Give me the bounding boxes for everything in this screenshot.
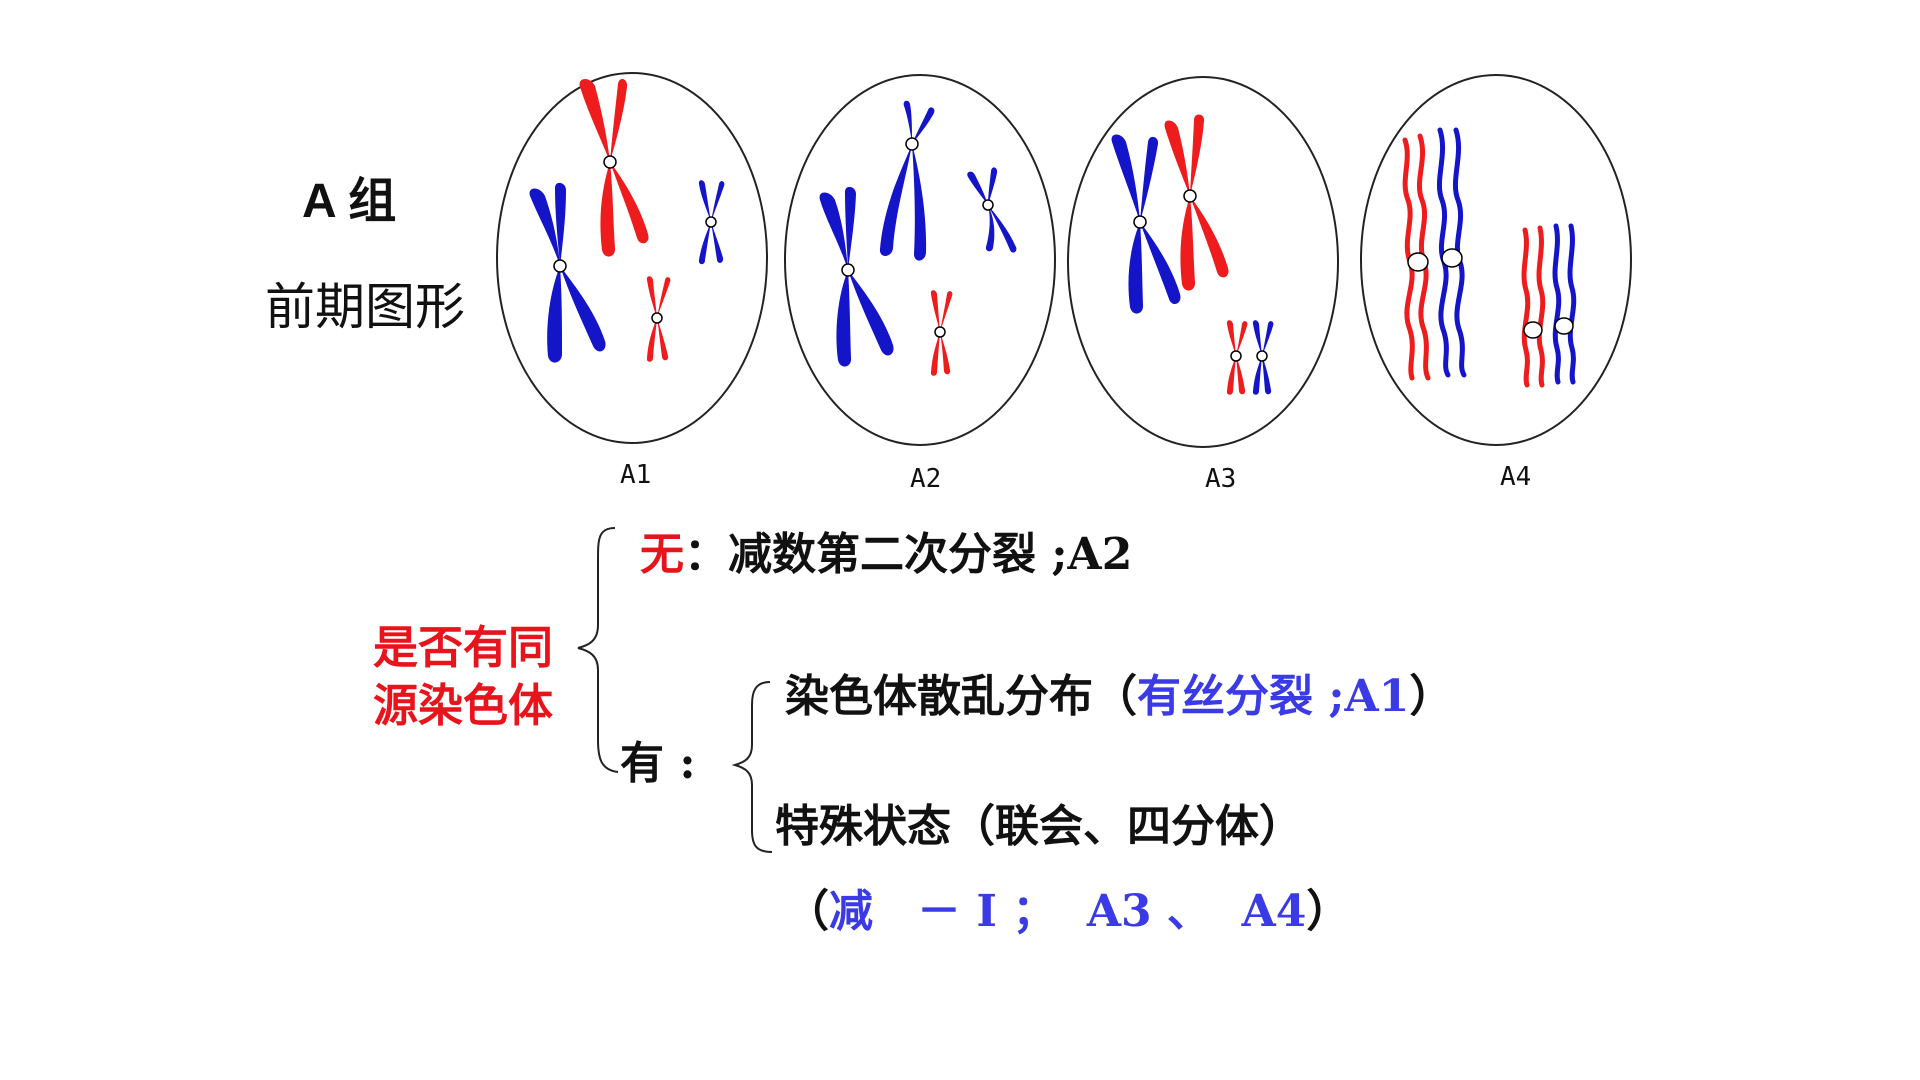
branch-no: 无：减数第二次分裂 ;A2 — [640, 533, 1132, 577]
branch-no-key: 无 — [640, 529, 684, 580]
branch-yes-key: 有 : — [620, 738, 696, 789]
branch-special: 特殊状态（联会、四分体） — [775, 801, 1303, 852]
subtitle: 前期图形 — [265, 278, 465, 336]
cell-label-a1: A1 — [620, 460, 652, 490]
chromosome — [646, 276, 671, 362]
root-label-line1: 是否有同 — [373, 621, 554, 674]
chromosome — [879, 100, 935, 261]
cell-outline — [496, 72, 768, 444]
root-label-line2: 源染色体 — [373, 679, 554, 732]
scatter-blue: 有丝分裂 ;A1 — [1137, 671, 1410, 722]
cell-outline — [784, 74, 1056, 446]
chromosome — [529, 182, 606, 363]
cell-a3 — [1067, 76, 1339, 448]
chromosome — [698, 180, 725, 265]
cell-label-a4: A4 — [1500, 462, 1532, 492]
meiosis-blue: 减 － I ； A3 、 A4 — [829, 886, 1307, 937]
chromosome — [1111, 134, 1181, 314]
chromosome — [1164, 114, 1229, 291]
cell-outline — [1360, 74, 1632, 446]
cell-label-a3: A3 — [1205, 464, 1237, 494]
chromosome — [1226, 320, 1248, 395]
chromosome-thread — [1521, 223, 1577, 388]
scatter-text: 染色体散乱分布（ — [785, 671, 1137, 722]
chromosome — [930, 290, 953, 376]
branch-no-text: ：减数第二次分裂 ;A2 — [684, 529, 1133, 580]
meiosis-open: （ — [785, 886, 829, 937]
chromosome — [819, 186, 894, 367]
cell-a4 — [1360, 74, 1632, 446]
cell-a1 — [496, 72, 768, 444]
scatter-close: ） — [1409, 671, 1454, 722]
group-label: A 组 — [302, 175, 397, 228]
cell-label-a2: A2 — [910, 464, 942, 494]
chromosome — [967, 167, 1017, 253]
chromosome — [579, 78, 649, 257]
cell-a2 — [784, 74, 1056, 446]
chromosome — [1252, 320, 1274, 395]
cell-outline — [1067, 76, 1339, 448]
meiosis-close: ） — [1306, 886, 1351, 937]
branch-meiosis: （减 － I ； A3 、 A4） — [785, 890, 1350, 934]
branch-scatter: 染色体散乱分布（有丝分裂 ;A1） — [785, 675, 1453, 719]
